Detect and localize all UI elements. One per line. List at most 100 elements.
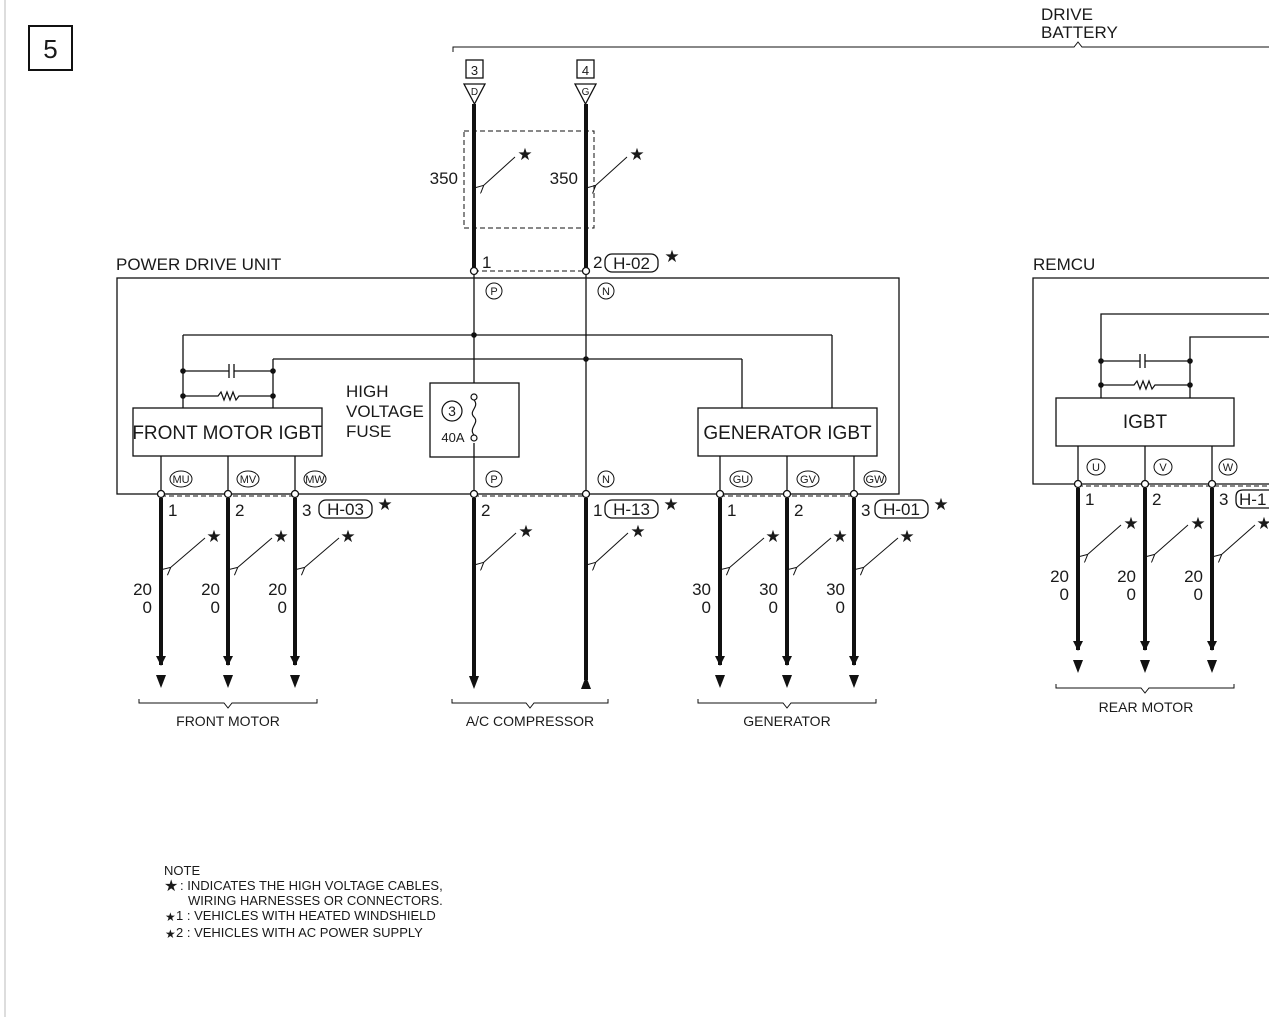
gen-igbt-term-gu: GU xyxy=(733,474,750,486)
hv-star-icon: ★ xyxy=(518,522,533,541)
front-cable-1-size-top: 20 xyxy=(133,580,152,599)
gen-igbt-term-gw: GW xyxy=(866,474,886,486)
power-drive-unit: POWER DRIVE UNIT 1 2 H-02 ★ P N xyxy=(116,247,900,495)
front-cable-3-size-top: 20 xyxy=(268,580,287,599)
hv-star-icon: ★ xyxy=(664,247,679,266)
ac-compressor-cables: ★ ★ A/C COMPRESSOR xyxy=(451,498,646,729)
front-motor-label: FRONT MOTOR xyxy=(176,713,280,729)
remcu-cable-1-size-top: 20 xyxy=(1050,567,1069,586)
high-voltage-fuse: HIGH VOLTAGE FUSE 3 40A xyxy=(346,382,520,458)
ac-compressor-label: A/C COMPRESSOR xyxy=(466,713,594,729)
ac-terminals: P N xyxy=(485,470,615,488)
remcu-connector: H-1 xyxy=(1239,490,1266,509)
front-igbt-term-mv: MV xyxy=(240,474,257,486)
hv-star-icon: ★ xyxy=(1190,514,1205,533)
note-title: NOTE xyxy=(164,863,200,878)
front-cable-2-size-bottom: 0 xyxy=(211,598,220,617)
drive-battery-label-2: BATTERY xyxy=(1041,23,1118,42)
hv-star-icon: ★ xyxy=(517,145,532,164)
hv-star-icon: ★ xyxy=(832,527,847,546)
front-pin-2: 2 xyxy=(235,501,244,520)
generator-label: GENERATOR xyxy=(743,713,830,729)
front-cable-1-size-bottom: 0 xyxy=(143,598,152,617)
gen-cable-2-size-bottom: 0 xyxy=(769,598,778,617)
ac-connector: H-13 xyxy=(613,500,650,519)
remcu-pin-3: 3 xyxy=(1219,490,1228,509)
remcu-term-v: V xyxy=(1159,462,1167,474)
front-igbt-label: FRONT MOTOR IGBT xyxy=(132,423,323,444)
remcu: REMCU IGBT U V W 1 2 3 H-1 xyxy=(1032,255,1269,715)
gen-igbt-label: GENERATOR IGBT xyxy=(703,423,872,444)
front-cable-2-size-top: 20 xyxy=(201,580,220,599)
note-line-2: WIRING HARNESSES OR CONNECTORS. xyxy=(188,893,443,908)
remcu-cable-3-size-top: 20 xyxy=(1184,567,1203,586)
note-line-4: 2 : VEHICLES WITH AC POWER SUPPLY xyxy=(176,925,423,940)
gen-cable-1-size-bottom: 0 xyxy=(702,598,711,617)
generator-cables: 30 0 30 0 30 0 ★ ★ ★ GENERATOR xyxy=(692,498,915,729)
remcu-cable-3-size-bottom: 0 xyxy=(1194,585,1203,604)
front-igbt-term-mw: MW xyxy=(305,474,325,486)
front-motor-igbt: FRONT MOTOR IGBT MU MV MW xyxy=(132,407,327,494)
bottom-connectors: 1 2 3 H-03 ★ 2 1 H-13 ★ 1 2 3 H-01 ★ xyxy=(156,489,949,520)
pdu-term-p: P xyxy=(490,286,497,298)
fuse-number: 3 xyxy=(448,403,456,419)
gen-cable-3-size-bottom: 0 xyxy=(836,598,845,617)
star-icon: ★ xyxy=(165,910,176,924)
front-motor-cables: 20 0 20 0 20 0 ★ ★ ★ FRONT MOTOR xyxy=(133,498,356,729)
pdu-pin-1: 1 xyxy=(482,253,491,272)
note-block: NOTE ★ : INDICATES THE HIGH VOLTAGE CABL… xyxy=(164,863,443,941)
front-pin-1: 1 xyxy=(168,501,177,520)
hv-star-icon: ★ xyxy=(273,527,288,546)
remcu-title: REMCU xyxy=(1033,255,1095,274)
ac-term-n: N xyxy=(602,474,610,486)
battery-terminal-3: 3 xyxy=(471,63,478,78)
generator-igbt: GENERATOR IGBT GU GV GW xyxy=(697,407,887,494)
drive-battery-label-1: DRIVE xyxy=(1041,5,1093,24)
front-connector: H-03 xyxy=(327,500,364,519)
note-line-3: 1 : VEHICLES WITH HEATED WINDSHIELD xyxy=(176,908,436,923)
gen-pin-1: 1 xyxy=(727,501,736,520)
fuse-label-2: VOLTAGE xyxy=(346,402,424,421)
drive-battery: DRIVE BATTERY 3 4 D G xyxy=(452,5,1269,106)
gen-igbt-term-gv: GV xyxy=(800,474,817,486)
cable-size-left: 350 xyxy=(430,169,458,188)
front-pin-3: 3 xyxy=(302,501,311,520)
remcu-term-u: U xyxy=(1092,462,1100,474)
hv-star-icon: ★ xyxy=(933,495,948,514)
cable-size-right: 350 xyxy=(550,169,578,188)
rear-motor-label: REAR MOTOR xyxy=(1099,699,1194,715)
hv-star-icon: ★ xyxy=(206,527,221,546)
hv-star-icon: ★ xyxy=(899,527,914,546)
gen-cable-3-size-top: 30 xyxy=(826,580,845,599)
hv-star-icon: ★ xyxy=(340,527,355,546)
battery-letter-g: G xyxy=(582,87,590,98)
front-cable-3-size-bottom: 0 xyxy=(278,598,287,617)
hv-star-icon: ★ xyxy=(377,495,392,514)
hv-star-icon: ★ xyxy=(1123,514,1138,533)
note-line-1: : INDICATES THE HIGH VOLTAGE CABLES, xyxy=(180,878,443,893)
hv-star-icon: ★ xyxy=(1256,514,1269,533)
remcu-cable-1-size-bottom: 0 xyxy=(1060,585,1069,604)
ac-pin-left: 2 xyxy=(481,501,490,520)
pdu-connector-top: H-02 xyxy=(613,254,650,273)
remcu-term-w: W xyxy=(1223,462,1234,474)
gen-pin-3: 3 xyxy=(861,501,870,520)
remcu-pin-2: 2 xyxy=(1152,490,1161,509)
battery-cables: 350 350 ★ ★ xyxy=(430,104,645,271)
pdu-title: POWER DRIVE UNIT xyxy=(116,255,281,274)
pdu-term-n: N xyxy=(602,286,610,298)
gen-cable-2-size-top: 30 xyxy=(759,580,778,599)
gen-cable-1-size-top: 30 xyxy=(692,580,711,599)
hv-star-icon: ★ xyxy=(630,522,645,541)
fuse-rating: 40A xyxy=(441,430,464,445)
hv-star-icon: ★ xyxy=(629,145,644,164)
ac-pin-right: 1 xyxy=(593,501,602,520)
hv-star-icon: ★ xyxy=(663,495,678,514)
page-number: 5 xyxy=(43,34,57,64)
remcu-cable-2-size-bottom: 0 xyxy=(1127,585,1136,604)
fuse-label-1: HIGH xyxy=(346,382,389,401)
ac-term-p: P xyxy=(490,474,497,486)
hv-star-icon: ★ xyxy=(765,527,780,546)
page-number-box: 5 xyxy=(28,25,73,71)
